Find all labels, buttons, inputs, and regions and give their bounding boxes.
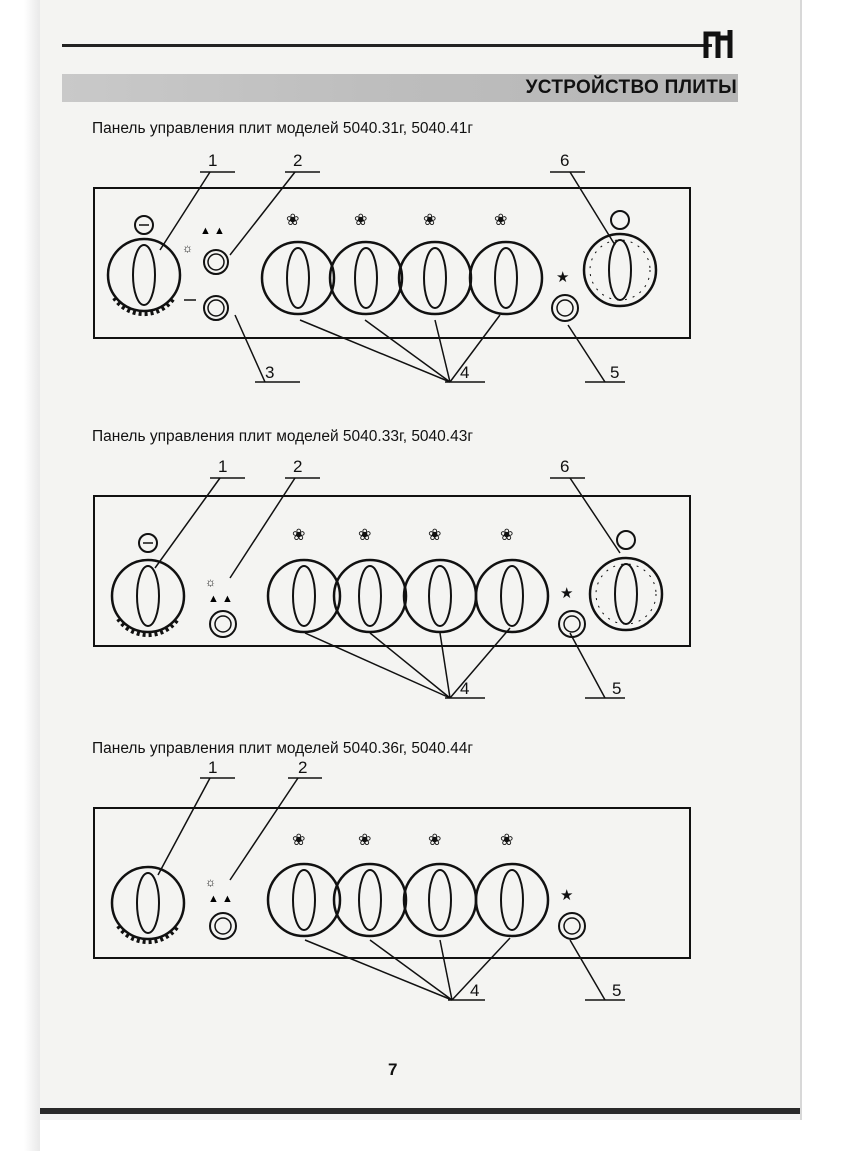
callout-label: 5 xyxy=(612,679,621,698)
oven-symbol-icon: ▲ ▲ xyxy=(208,893,233,905)
oven-knob xyxy=(582,210,658,308)
control-panel-diagram-1: 1 2 3 4 5 6 ▲ ▲ ☼ ❀ ❀ ❀ xyxy=(93,151,691,383)
oven-light-buttons: ☼ ▲ ▲ xyxy=(205,875,237,940)
light-icon: ☼ xyxy=(182,241,193,255)
burner-symbol-icon: ❀ xyxy=(358,832,371,849)
timer-knob xyxy=(106,215,182,317)
panel-frame xyxy=(93,807,691,959)
callout-label: 2 xyxy=(293,457,302,476)
burner-symbol-icon: ❀ xyxy=(428,832,441,849)
callout-label: 6 xyxy=(560,151,569,170)
oven-knob xyxy=(588,530,664,632)
burner-knobs: ❀ ❀ ❀ ❀ xyxy=(260,212,544,316)
panel-frame xyxy=(93,495,691,647)
page-number: 7 xyxy=(388,1060,398,1079)
panel-frame xyxy=(93,187,691,339)
callout-label: 6 xyxy=(560,457,569,476)
panel-caption-3: Панель управления плит моделей 5040.36г,… xyxy=(92,740,473,757)
callout-label: 4 xyxy=(460,363,469,382)
star-icon: ★ xyxy=(556,269,569,286)
callout-label: 2 xyxy=(298,760,307,777)
burner-symbol-icon: ❀ xyxy=(286,212,299,229)
burner-symbol-icon: ❀ xyxy=(423,212,436,229)
panel-caption-2: Панель управления плит моделей 5040.33г,… xyxy=(92,428,473,445)
timer-icon xyxy=(138,533,158,553)
page-title: УСТРОЙСТВО ПЛИТЫ xyxy=(525,77,737,98)
oven-symbol-icon: ▲ ▲ xyxy=(208,593,233,605)
burner-symbol-icon: ❀ xyxy=(428,527,441,544)
ignition-button: ★ xyxy=(551,269,579,322)
burner-symbol-icon: ❀ xyxy=(292,527,305,544)
callout-label: 2 xyxy=(293,151,302,170)
ignition-button: ★ xyxy=(558,887,586,940)
control-panel-diagram-2: 1 2 4 5 6 ☼ ▲ ▲ ❀ ❀ ❀ ❀ xyxy=(93,457,691,699)
callout-label: 1 xyxy=(208,151,217,170)
timer-knob xyxy=(110,533,186,638)
oven-symbol-icon: ▲ ▲ xyxy=(200,225,225,237)
top-rule xyxy=(62,44,712,47)
light-icon: ☼ xyxy=(205,575,216,589)
brand-logo-icon xyxy=(703,30,733,58)
oven-light-buttons: ☼ ▲ ▲ xyxy=(205,575,237,638)
book-spine xyxy=(0,0,40,1151)
bottom-rule xyxy=(40,1108,800,1114)
callout-label: 3 xyxy=(265,363,274,382)
burner-symbol-icon: ❀ xyxy=(500,527,513,544)
callout-label: 5 xyxy=(612,981,621,1000)
burner-symbol-icon: ❀ xyxy=(494,212,507,229)
callout-label: 4 xyxy=(470,981,479,1000)
control-panel-diagram-3: 1 2 4 5 ☼ ▲ ▲ ❀ ❀ ❀ ❀ ★ xyxy=(93,760,691,1001)
panel-caption-1: Панель управления плит моделей 5040.31г,… xyxy=(92,120,473,137)
callout-label: 4 xyxy=(460,679,469,698)
burner-knobs: ❀ ❀ ❀ ❀ xyxy=(266,832,550,938)
burner-symbol-icon: ❀ xyxy=(354,212,367,229)
timer-knob xyxy=(110,865,186,945)
ignition-button: ★ xyxy=(558,585,586,638)
burner-symbol-icon: ❀ xyxy=(292,832,305,849)
star-icon: ★ xyxy=(560,585,573,602)
oven-light-buttons: ▲ ▲ ☼ xyxy=(182,225,229,321)
timer-icon xyxy=(134,215,154,235)
burner-knobs: ❀ ❀ ❀ ❀ xyxy=(266,527,550,634)
callout-label: 1 xyxy=(218,457,227,476)
callout-label: 1 xyxy=(208,760,217,777)
burner-symbol-icon: ❀ xyxy=(500,832,513,849)
burner-symbol-icon: ❀ xyxy=(358,527,371,544)
header-band xyxy=(62,74,738,102)
star-icon: ★ xyxy=(560,887,573,904)
light-icon: ☼ xyxy=(205,875,216,889)
callout-label: 5 xyxy=(610,363,619,382)
